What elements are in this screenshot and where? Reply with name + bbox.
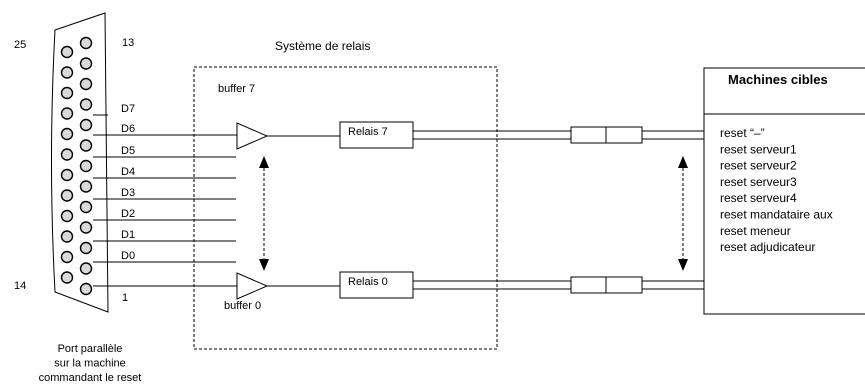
target-machine-item: reset meneur [720, 224, 791, 238]
connector-pin [79, 98, 93, 111]
connector-pin [79, 282, 93, 296]
relay-system-title: Système de relais [275, 39, 370, 53]
data-line-label: D4 [121, 166, 135, 178]
connector-pin [60, 66, 74, 79]
data-line-label: D0 [121, 250, 135, 262]
pin-label-1: 1 [122, 292, 128, 304]
connector-pins [60, 36, 93, 296]
connector-pin [79, 159, 93, 173]
target-machine-item: reset adjudicateur [720, 240, 815, 254]
data-line-label: D7 [121, 103, 135, 115]
targets-range-arrow-up-head [678, 156, 688, 168]
db25-connector-shell [51, 12, 109, 313]
connector-pin [60, 209, 74, 223]
buffer-0-triangle [236, 272, 269, 300]
connector-caption-line: sur la machine [54, 358, 126, 370]
connector-pin [79, 200, 93, 214]
data-line-label: D6 [121, 123, 135, 135]
connector-pin [60, 168, 74, 182]
connector-pin [79, 36, 93, 50]
connector-pin [60, 107, 74, 120]
target-machine-item: reset serveur4 [720, 191, 797, 205]
connector-pin [79, 118, 93, 132]
target-machine-item: reset serveur1 [720, 142, 797, 156]
connector-caption: Port parallèle sur la machine commandant l… [39, 343, 142, 384]
connector-pin [79, 57, 93, 70]
target-machine-item: reset serveur2 [720, 159, 797, 173]
connector-pin [60, 250, 74, 264]
connector-pin [60, 127, 74, 141]
pin-label-25: 25 [14, 39, 26, 51]
relay-7-label: Relais 7 [348, 126, 388, 138]
relay-system-box [193, 66, 498, 350]
buffer-7-triangle [236, 122, 269, 150]
connector-pin [79, 262, 93, 275]
connector-pin [60, 189, 74, 202]
connector-pin [60, 86, 74, 100]
pin-label-13: 13 [122, 37, 134, 49]
connector-pin [79, 221, 93, 234]
connector-pin [60, 230, 74, 243]
target-machine-item: reset “–” [720, 126, 765, 140]
buffers-range-arrow-up-head [259, 156, 269, 168]
connector-pin [79, 180, 93, 193]
target-machine-item: reset mandataire aux [720, 208, 833, 222]
relay-7-box [339, 121, 414, 149]
connector-caption-line: commandant le reset [39, 372, 142, 384]
connector-pin [60, 45, 74, 59]
connector-pin [79, 241, 93, 255]
target-machines-list: reset “–” reset serveur1 reset serveur2 res… [720, 126, 833, 254]
connector-pin [60, 148, 74, 161]
relay-0-label: Relais 0 [348, 276, 388, 288]
connector-pin [79, 139, 93, 152]
target-machine-item: reset serveur3 [720, 175, 797, 189]
targets-range-arrow-down-head [678, 259, 688, 271]
buffer-7-label: buffer 7 [218, 83, 255, 95]
pin-label-14: 14 [14, 280, 26, 292]
target-machines-title: Machines cibles [728, 72, 828, 87]
connector-pin [60, 271, 74, 284]
relay-0-box [339, 271, 414, 299]
target-machines-box [703, 67, 865, 315]
data-line-label: D2 [121, 208, 135, 220]
data-line-label: D3 [121, 187, 135, 199]
buffers-range-arrow-down-head [259, 259, 269, 271]
connector-pin [79, 77, 93, 91]
connector-caption-line: Port parallèle [58, 343, 123, 355]
buffer-0-label: buffer 0 [224, 300, 261, 312]
data-line-label: D1 [121, 229, 135, 241]
data-line-label: D5 [121, 145, 135, 157]
